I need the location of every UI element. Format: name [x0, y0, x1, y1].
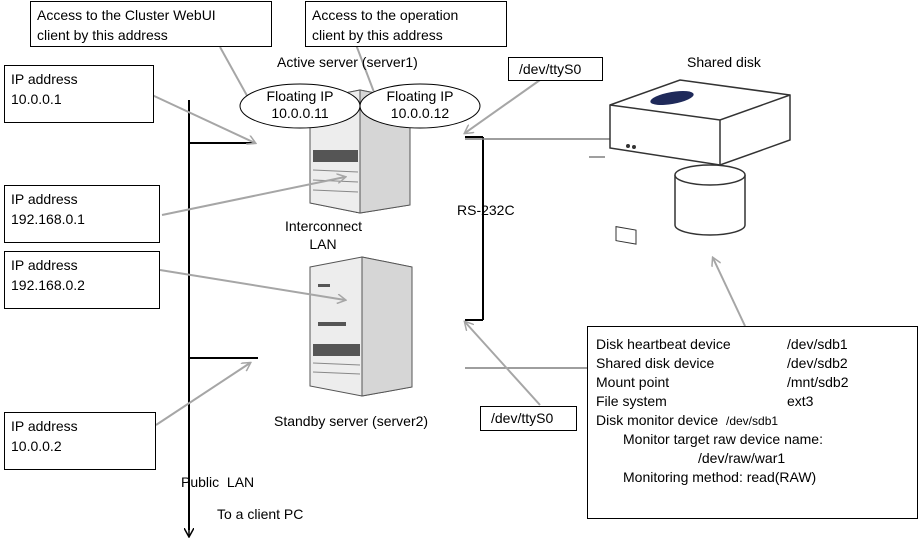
- shared-disk-label: Shared disk: [687, 54, 761, 70]
- public-lan-label: Public LAN: [181, 474, 255, 490]
- rs232c-link: [465, 136, 484, 321]
- shared-disk-enclosure-icon: [609, 79, 791, 245]
- ip-box-192-168-0-2: IP address 192.168.0.2: [4, 251, 160, 309]
- disk-info-panel: Disk heartbeat device /dev/sdb1 Shared d…: [587, 326, 918, 519]
- operation-callout: Access to the operation client by this a…: [305, 1, 507, 47]
- floating-ip-2: Floating IP 10.0.0.12: [386, 88, 454, 121]
- standby-server-icon: [309, 256, 413, 397]
- serial-device-active: /dev/ttyS0: [508, 57, 603, 81]
- serial-device-standby: /dev/ttyS0: [480, 406, 577, 431]
- public-lan-bus: [189, 100, 258, 536]
- rs232c-label: RS-232C: [457, 202, 515, 218]
- ip-box-192-168-0-1: IP address 192.168.0.1: [4, 185, 160, 243]
- floating-ip-1: Floating IP 10.0.0.11: [266, 88, 334, 121]
- webui-callout: Access to the Cluster WebUI client by th…: [30, 1, 272, 47]
- interconnect-label: Interconnect LAN: [285, 218, 363, 252]
- client-pc-label: To a client PC: [217, 506, 304, 522]
- active-server-label: Active server (server1): [277, 54, 418, 70]
- standby-server-label: Standby server (server2): [274, 413, 429, 429]
- floating-ip-2-ellipse: [359, 83, 481, 129]
- shared-disk-cylinder-icon: [674, 164, 746, 236]
- ip-box-10-0-0-2: IP address 10.0.0.2: [4, 412, 156, 470]
- ip-box-10-0-0-1: IP address 10.0.0.1: [4, 65, 154, 123]
